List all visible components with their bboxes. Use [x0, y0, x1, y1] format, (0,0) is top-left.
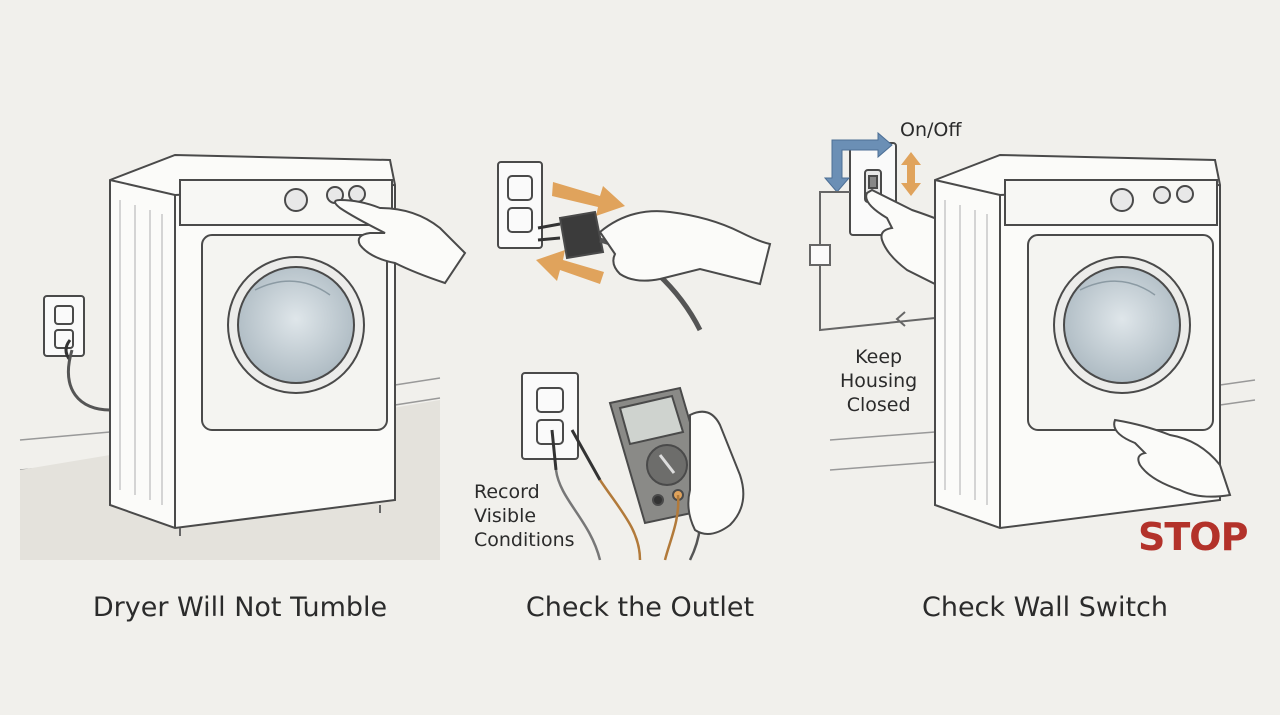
keep-housing-closed-note: Keep Housing Closed — [840, 346, 918, 416]
hand-pointing-at-door-icon — [1113, 418, 1232, 498]
plug-in-out-arrows-icon — [536, 182, 625, 284]
hand-pressing-knob-icon — [334, 198, 467, 285]
wall-outlet-icon — [43, 295, 111, 412]
wiring-icon — [809, 191, 936, 332]
hand-holding-multimeter-icon — [687, 410, 745, 535]
hand-holding-plug-icon — [598, 210, 772, 286]
toggle-up-down-arrow-icon — [901, 152, 921, 196]
outlet-lower-icon — [521, 372, 579, 460]
panel-dryer-will-not-tumble — [19, 153, 467, 560]
record-visible-conditions-note: Record Visible Conditions — [474, 481, 575, 551]
caption-check-the-outlet: Check the Outlet — [525, 592, 755, 623]
multimeter-icon — [608, 386, 717, 561]
outlet-upper-icon — [497, 161, 543, 249]
on-off-label: On/Off — [900, 119, 962, 141]
caption-check-wall-switch: Check Wall Switch — [921, 592, 1168, 623]
caption-dryer-will-not-tumble: Dryer Will Not Tumble — [92, 592, 388, 623]
panel-check-wall-switch — [809, 131, 1256, 530]
multimeter-probes-icon — [550, 429, 642, 561]
stop-warning: STOP — [1138, 515, 1248, 559]
panel-check-the-outlet — [497, 161, 772, 561]
